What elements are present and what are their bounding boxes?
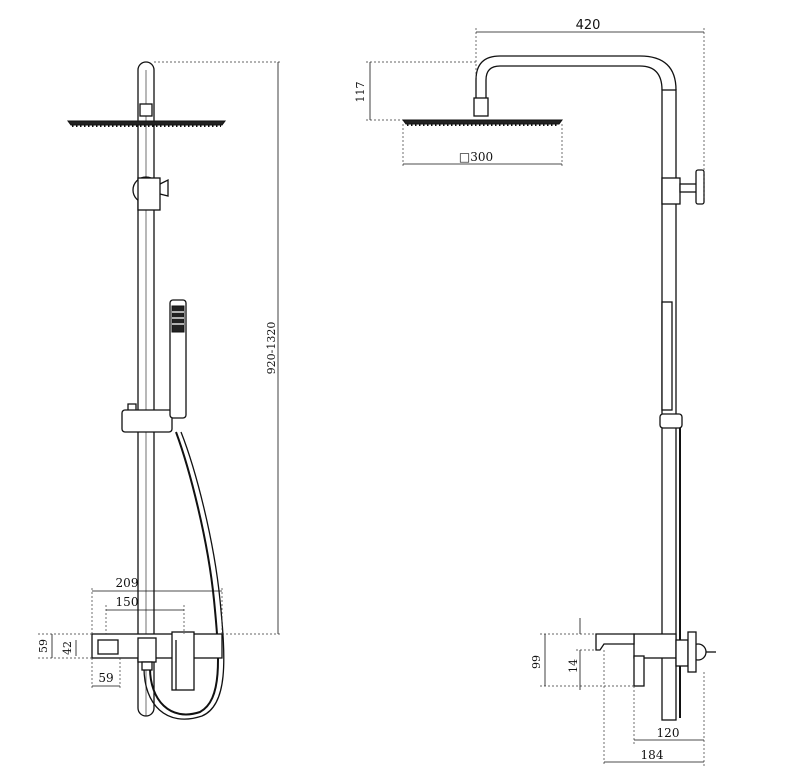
side-head-size-label: □300 [459, 150, 493, 164]
front-mixer-height-label: 59 [37, 639, 50, 653]
front-mixer-width-label: 209 [116, 576, 139, 590]
front-mixer-inner-label: 150 [116, 595, 139, 609]
side-mixer-connector [675, 639, 689, 667]
side-shower-head [402, 119, 563, 125]
side-view: 420 117 □300 99 14 120 184 [354, 18, 716, 766]
front-diverter-body [137, 177, 161, 211]
side-mixer-body [633, 633, 677, 659]
front-shower-head [67, 120, 226, 126]
side-mixer-handle [633, 655, 645, 687]
front-mixer-hose-outlet [141, 661, 153, 671]
side-diverter-stem [679, 183, 699, 193]
side-spout [595, 633, 635, 651]
front-height-label: 920-1320 [265, 322, 278, 375]
front-hand-shower-face [171, 305, 185, 333]
side-head-connector [473, 97, 489, 117]
side-total-depth-label: 184 [641, 748, 664, 762]
side-arm-inner [485, 65, 663, 98]
front-mixer-inner-height-label: 42 [61, 641, 74, 655]
side-spout-offset-label: 14 [567, 659, 580, 673]
front-mixer-right-handle [171, 631, 195, 691]
side-diverter-body [661, 177, 681, 205]
side-mixer-nut [687, 631, 697, 673]
front-holder-knob [127, 403, 137, 410]
front-view: 920-1320 209 150 59 42 59 [37, 61, 282, 720]
side-arm-outer [475, 55, 677, 98]
side-slide-holder [659, 413, 683, 429]
side-spout-height-label: 99 [530, 655, 543, 669]
side-diverter-knob [695, 169, 705, 205]
front-mixer-outlet-label: 59 [98, 671, 113, 685]
side-hand-shower [661, 301, 673, 411]
side-mixer-depth-label: 120 [657, 726, 680, 740]
side-head-drop-label: 117 [354, 82, 367, 103]
front-hand-shower-grip [172, 311, 184, 325]
front-diverter-lever [159, 178, 169, 197]
front-mixer-center-body [137, 637, 157, 663]
front-hose-outer [143, 431, 225, 720]
front-mixer-left-knob [97, 639, 119, 655]
side-arm-reach-label: 420 [576, 18, 601, 33]
front-slide-holder [121, 409, 173, 433]
front-head-connector [139, 103, 153, 117]
